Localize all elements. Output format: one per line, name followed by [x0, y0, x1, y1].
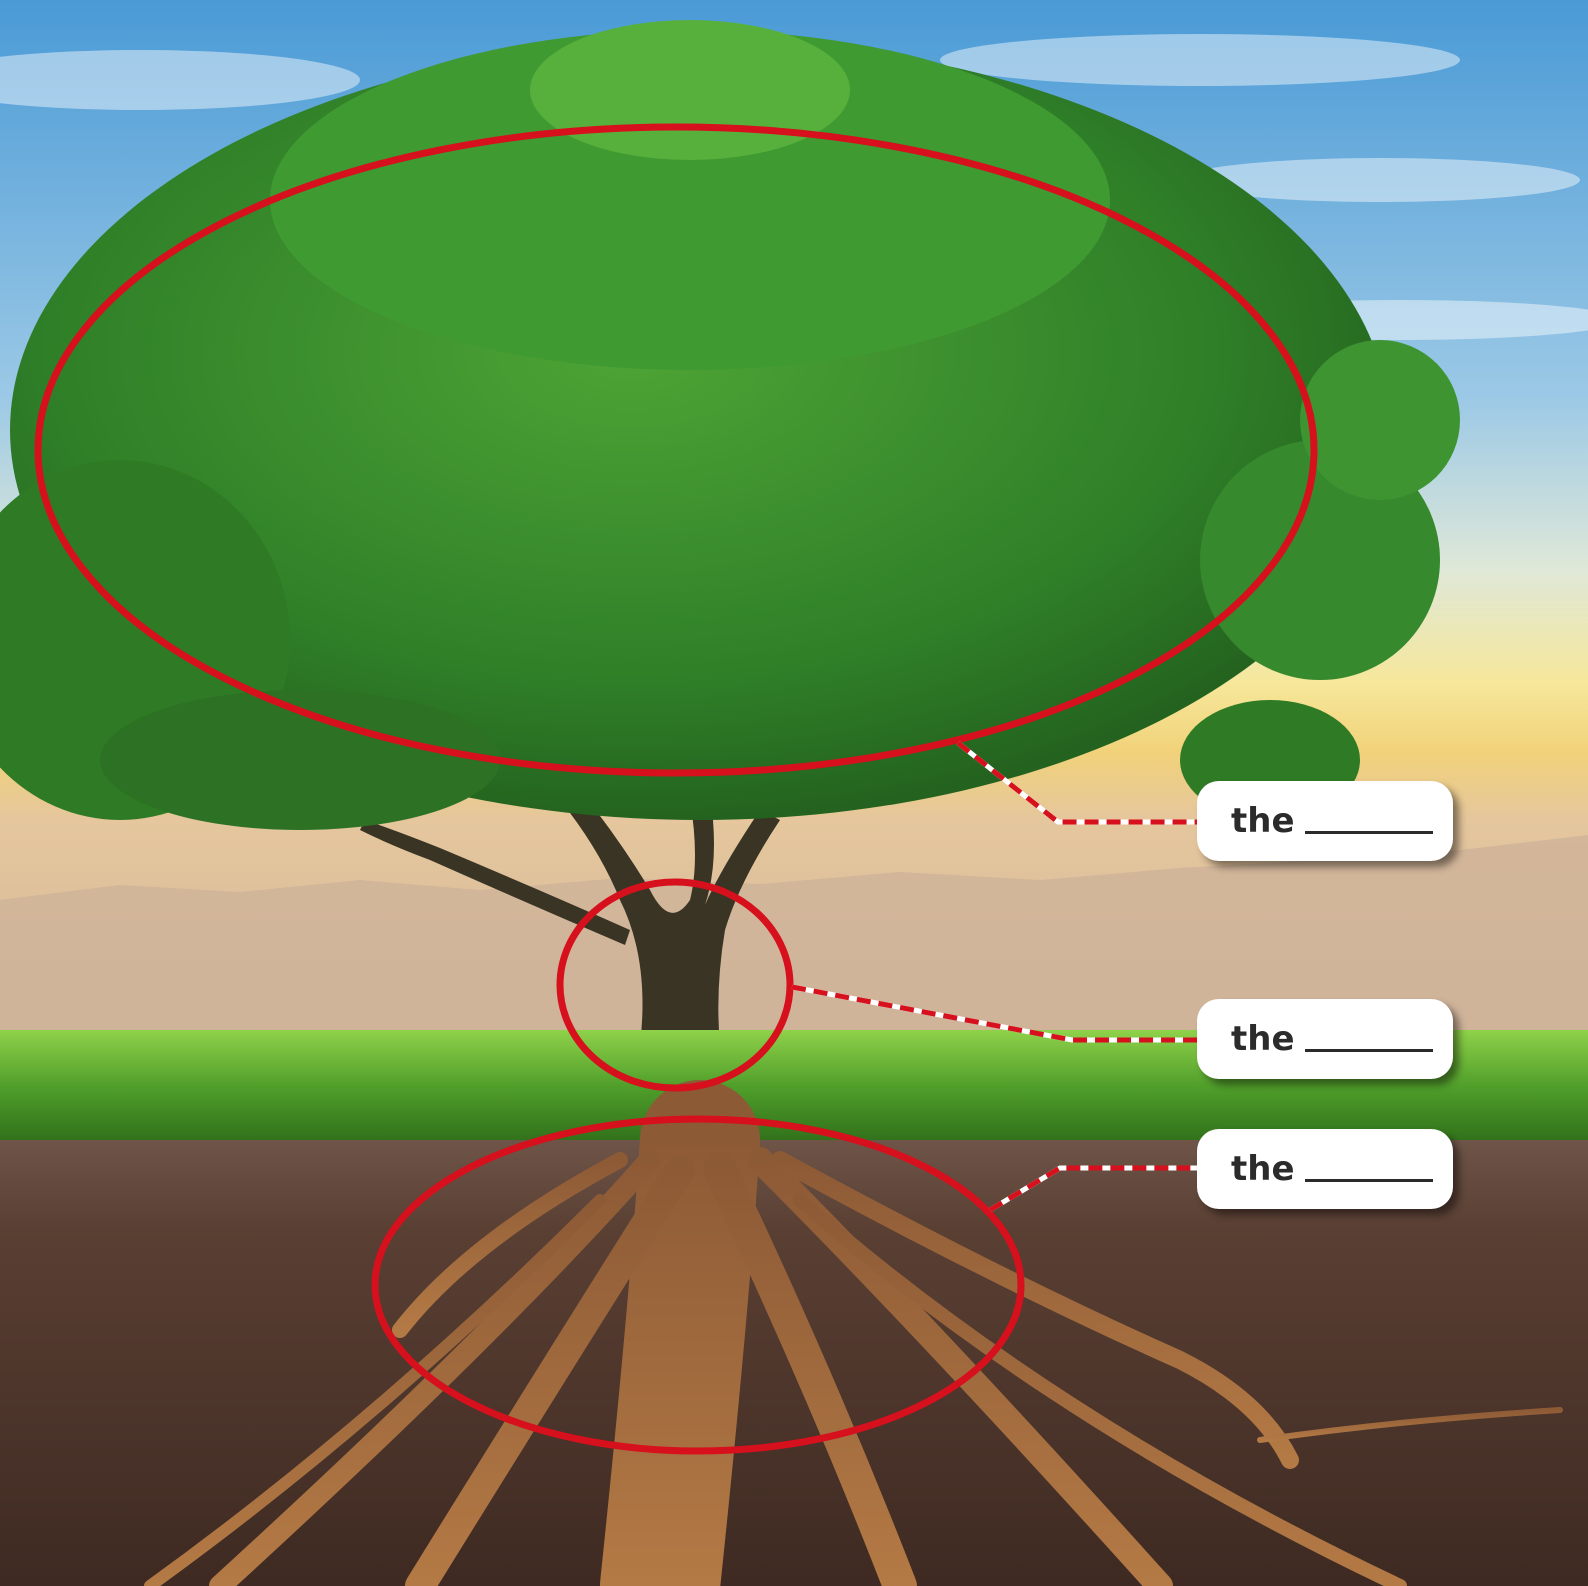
roots-answer-blank[interactable] — [1305, 1179, 1433, 1182]
trunk-label-text: the — [1231, 1019, 1295, 1059]
trunk-answer-blank[interactable] — [1305, 1049, 1433, 1052]
trunk-label-box[interactable]: the — [1197, 999, 1453, 1079]
crown-label-text: the — [1231, 801, 1295, 841]
crown-label-box[interactable]: the — [1197, 781, 1453, 861]
crown-answer-blank[interactable] — [1305, 831, 1433, 834]
roots-label-box[interactable]: the — [1197, 1129, 1453, 1209]
roots-label-text: the — [1231, 1149, 1295, 1189]
